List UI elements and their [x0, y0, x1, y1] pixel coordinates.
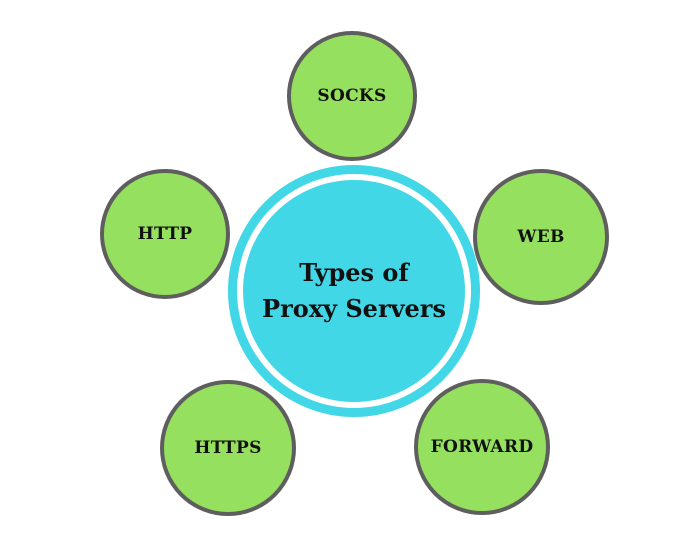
- node-label-https: HTTPS: [194, 438, 262, 458]
- node-http: HTTP: [100, 169, 230, 299]
- center-title-line-1: Types of: [299, 258, 409, 287]
- center-hub: Types of Proxy Servers: [243, 180, 465, 402]
- node-label-web: WEB: [517, 227, 565, 247]
- center-title-line-2: Proxy Servers: [262, 294, 446, 323]
- node-forward: FORWARD: [414, 379, 550, 515]
- node-https: HTTPS: [160, 380, 296, 516]
- node-label-socks: SOCKS: [317, 86, 387, 106]
- node-web: WEB: [473, 169, 609, 305]
- node-label-http: HTTP: [137, 224, 193, 244]
- node-socks: SOCKS: [287, 31, 417, 161]
- node-label-forward: FORWARD: [430, 437, 534, 457]
